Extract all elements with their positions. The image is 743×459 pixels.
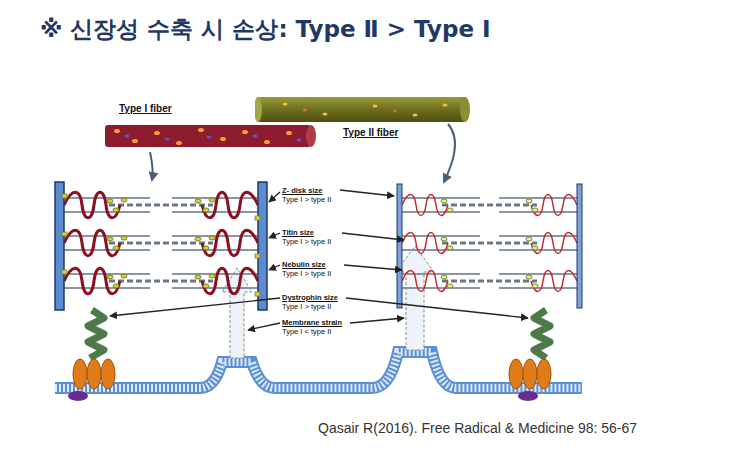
fiber-spot <box>283 103 288 106</box>
fiber-label: Type II fiber <box>343 127 398 138</box>
fiber-spot <box>323 113 328 116</box>
citation: Qasair R(2016). Free Radical & Medicine … <box>318 420 637 436</box>
leader-arrows <box>110 190 528 330</box>
fiber-spot <box>373 105 378 108</box>
laminin <box>68 391 538 401</box>
sarcolemma <box>55 352 582 388</box>
z-disk <box>577 184 582 308</box>
z-disk-proteins <box>62 194 260 296</box>
comparison-note: Type I > type II <box>282 302 331 311</box>
z-disk <box>55 182 64 310</box>
fiber-spot <box>165 138 170 141</box>
dystrophin <box>534 310 550 358</box>
comparison-note: Type I > type II <box>282 195 331 204</box>
zoom-arrow <box>150 152 153 180</box>
property-heading: Membrane strain <box>282 318 342 327</box>
fiber-spot <box>132 139 138 143</box>
property-heading: Z- disk size <box>282 186 322 195</box>
fiber-spot <box>242 130 248 134</box>
z-disk <box>397 184 402 308</box>
comparison-note: Type I > type II <box>282 237 331 246</box>
muscle-fiber: Type II fiber <box>255 96 471 142</box>
fiber-spot <box>264 140 270 144</box>
fiber-spot <box>413 114 418 117</box>
comparison-note: Type I < type II <box>282 327 331 336</box>
fiber-spot <box>443 104 448 107</box>
fiber-spot <box>125 135 130 138</box>
fiber-spot <box>393 110 397 113</box>
strain-arrow <box>222 268 252 358</box>
fiber-end <box>255 97 262 122</box>
fiber-spot <box>220 137 226 141</box>
fiber-spot <box>297 139 302 142</box>
fiber-body <box>257 97 465 122</box>
dystroglycan-complex <box>73 359 551 389</box>
z-disk <box>258 182 267 310</box>
property-heading: Nebulin size <box>282 260 326 269</box>
fiber-spot <box>303 109 307 112</box>
sarcolemma-texture <box>55 352 582 388</box>
fiber-body <box>105 125 311 147</box>
property-heading: Dystrophin size <box>282 293 338 302</box>
fiber-spot <box>176 141 182 145</box>
fiber-spot <box>253 135 258 138</box>
fiber-label: Type I fiber <box>119 103 172 114</box>
fiber-end <box>460 97 470 122</box>
fiber-spot <box>207 136 212 139</box>
slide-title: ※ 신장성 수축 시 손상: Type Ⅱ > Type I <box>40 14 491 45</box>
fiber-spot <box>114 129 120 133</box>
zoom-arrow <box>444 124 455 182</box>
fiber-spot <box>286 131 292 135</box>
fiber-spot <box>198 128 204 132</box>
property-heading: Titin size <box>282 228 314 237</box>
fiber-spot <box>154 131 160 135</box>
fiber-end <box>306 125 316 147</box>
comparison-note: Type I > type II <box>282 269 331 278</box>
dystrophin <box>88 310 104 358</box>
